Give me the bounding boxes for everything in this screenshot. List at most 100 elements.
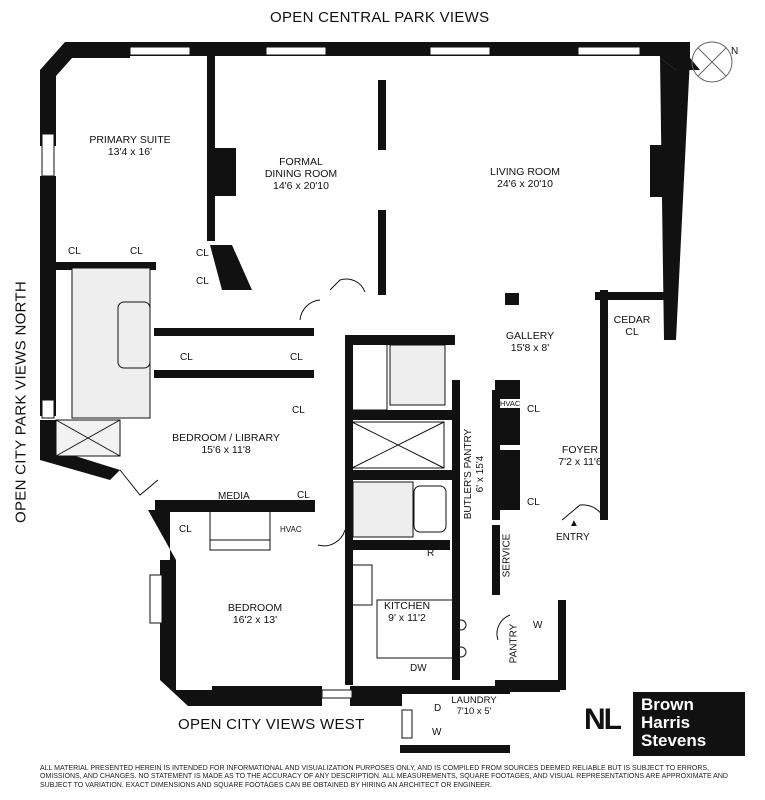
entry-label: ENTRY (556, 532, 590, 543)
nl-logo-mark: ΝL (584, 703, 622, 736)
wall-butler-west (452, 380, 460, 680)
window-bedlib-west (41, 399, 55, 419)
second-bath-floor (352, 481, 414, 538)
wall-gallery-pier (505, 293, 519, 305)
closet-dining-1: CL (196, 248, 209, 259)
closet-hall-3: CL (292, 405, 305, 416)
wall-laundry (400, 686, 510, 694)
stool-1 (455, 619, 467, 631)
room-size: 24'6 x 20'10 (497, 178, 553, 190)
wall-north-west-corner (40, 42, 130, 130)
room-size: 15'6 x 11'8 (201, 444, 251, 456)
room-size: 9' x 11'2 (388, 612, 426, 624)
wall-bath-block (345, 335, 455, 345)
room-name: LAUNDRY (451, 695, 497, 706)
room-bedroom: BEDROOM 16'2 x 13' (215, 602, 295, 626)
kitchen-stove (351, 564, 373, 606)
room-size: 14'6 x 20'10 (273, 180, 329, 192)
wall-east-lower (600, 290, 608, 520)
closet-hall-2: CL (290, 352, 303, 363)
room-gallery: GALLERY 15'8 x 8' (490, 330, 570, 354)
media-label: MEDIA (218, 491, 250, 502)
fireplace-living (650, 145, 664, 197)
room-living-room: LIVING ROOM 24'6 x 20'10 (480, 166, 570, 190)
second-tub (413, 485, 447, 533)
room-name: BEDROOM (227, 602, 283, 614)
wall-east (660, 58, 690, 340)
brand-line-2: Harris (641, 713, 691, 732)
stool-2 (455, 646, 467, 658)
room-primary-suite: PRIMARY SUITE 13'4 x 16' (85, 134, 175, 158)
service-label: SERVICE (501, 533, 513, 578)
brand-line-3: Stevens (641, 731, 707, 750)
dishwasher-label: DW (410, 663, 427, 674)
primary-bath-floor (71, 267, 151, 419)
wall-dining-living-upper (378, 80, 386, 150)
room-size: 13'4 x 16' (107, 146, 153, 158)
hall-bath-shower (351, 339, 388, 411)
wall-west-mid (40, 420, 120, 480)
room-name: GALLERY (505, 330, 555, 342)
wall-cedar (595, 292, 665, 300)
laundry-dryer-label: D (434, 703, 442, 714)
closet-hall-1: CL (180, 352, 193, 363)
laundry-washer-label: W (432, 727, 442, 738)
kitchen-island (376, 599, 456, 659)
room-name: PRIMARY SUITE (89, 134, 171, 146)
room-name: FORMAL (279, 156, 323, 168)
wall-primary-south (56, 262, 156, 270)
room-size: 7'10 x 5' (456, 706, 492, 717)
room-butlers-pantry: BUTLER'S PANTRY 6' x 15'4 (463, 419, 487, 529)
brown-harris-stevens-logo: Brown Harris Stevens (633, 692, 745, 756)
room-size: 6' x 15'4 (475, 455, 486, 493)
wall-north-east-corner (660, 42, 700, 70)
wall-pantry-south (495, 680, 560, 692)
room-foyer: FOYER 7'2 x 11'6 (545, 444, 615, 468)
wall-laundry-south (400, 745, 510, 753)
window-dining-north (265, 46, 327, 56)
room-size: 7'2 x 11'6 (558, 456, 602, 468)
room-bedroom-library: BEDROOM / LIBRARY 15'6 x 11'8 (166, 432, 286, 456)
closet-bedroom: CL (179, 524, 192, 535)
fridge-label: R (427, 548, 435, 559)
brand-line-1: Brown (641, 695, 694, 714)
window-bedroom-west (149, 574, 163, 624)
hall-bath-floor (389, 344, 446, 406)
window-laundry (401, 709, 413, 739)
room-name: CEDAR (613, 314, 651, 326)
wall-bedlib-south (155, 500, 315, 512)
closet-dining-2: CL (196, 276, 209, 287)
compass-letter: N (731, 46, 739, 57)
closet-bedlib: CL (297, 490, 310, 501)
primary-tub (117, 301, 151, 369)
room-name: FOYER (561, 444, 599, 456)
window-primary-north (129, 46, 191, 56)
wall-south-bedroom (212, 686, 322, 706)
room-size: 15'8 x 8' (510, 342, 550, 354)
wall-foyer-mid (495, 450, 520, 510)
pantry-washer-label: W (533, 620, 543, 631)
wall-hall-bottom (154, 370, 314, 378)
windows (41, 46, 641, 739)
wall-pantry-east (558, 600, 566, 690)
wall-bedroom-west (148, 510, 212, 706)
room-name-2: DINING ROOM (264, 168, 338, 180)
room-laundry: LAUNDRY 7'10 x 5' (444, 695, 504, 717)
view-label-north: OPEN CENTRAL PARK VIEWS (270, 9, 490, 26)
wall-hvac-block (495, 380, 520, 445)
bed-media-unit (209, 509, 271, 551)
room-name: BEDROOM / LIBRARY (172, 432, 280, 444)
entry-arrow-icon: ▲ (569, 518, 579, 529)
hvac-butler: HVAC (500, 399, 521, 408)
door-swings (119, 278, 606, 641)
window-bedroom-south (321, 689, 353, 699)
room-name: KITCHEN (383, 600, 431, 612)
wall-primary-dining (207, 56, 215, 241)
closet-primary-1: CL (68, 246, 81, 257)
wall-west-upper (40, 176, 56, 416)
room-name: LIVING ROOM (489, 166, 560, 178)
room-cedar-closet: CEDAR CL (612, 314, 652, 338)
room-size: 16'2 x 13' (232, 614, 278, 626)
closet-primary-2: CL (130, 246, 143, 257)
